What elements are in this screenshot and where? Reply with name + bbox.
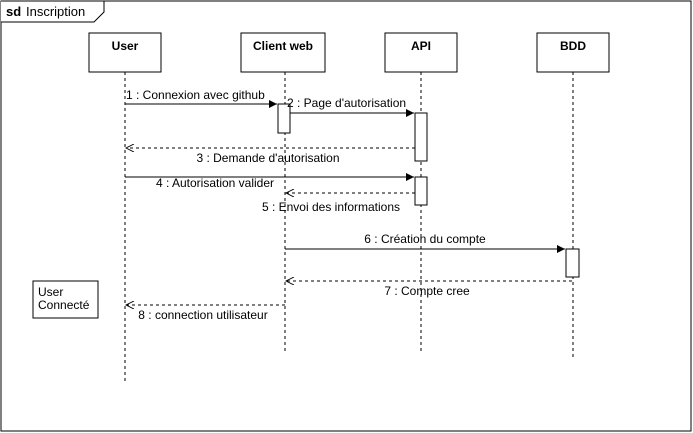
message-3: 3 : Demande d'autorisation <box>126 148 415 165</box>
activation-api-1 <box>414 112 428 162</box>
lifeline-bdd: BDD <box>536 32 610 358</box>
frame-keyword: sd <box>6 4 21 19</box>
message-1-label: 1 : Connexion avec github <box>126 88 265 102</box>
message-7-label: 7 : Compte cree <box>384 284 470 298</box>
message-3-label: 3 : Demande d'autorisation <box>196 151 339 165</box>
lifeline-client-label: Client web <box>253 39 313 53</box>
frame-title: Inscription <box>26 4 85 19</box>
message-7: 7 : Compte cree <box>286 281 572 298</box>
message-6-label: 6 : Création du compte <box>364 232 486 246</box>
message-2-label: 2 : Page d'autorisation <box>287 96 406 110</box>
note-line-1: User <box>38 285 63 299</box>
message-8: 8 : connection utilisateur <box>126 305 285 322</box>
lifeline-user: User <box>88 32 162 383</box>
message-2: 2 : Page d'autorisation <box>287 96 414 117</box>
activation-api-2 <box>414 176 428 206</box>
lifeline-api: API <box>384 32 458 352</box>
message-6: 6 : Création du compte <box>285 232 565 253</box>
note-line-2: Connecté <box>38 298 90 312</box>
note-user-connected: User Connecté <box>32 280 99 319</box>
lifeline-user-label: User <box>112 39 139 53</box>
message-5-label: 5 : Envoi des informations <box>262 200 400 214</box>
message-5: 5 : Envoi des informations <box>262 193 415 214</box>
activation-bdd <box>565 248 580 278</box>
message-4-label: 4 : Autorisation valider <box>156 176 274 190</box>
activation-client <box>277 103 291 134</box>
message-8-label: 8 : connection utilisateur <box>138 308 267 322</box>
message-1: 1 : Connexion avec github <box>125 88 277 108</box>
lifeline-client: Client web <box>240 32 326 352</box>
message-4: 4 : Autorisation valider <box>125 173 414 190</box>
lifeline-api-label: API <box>411 39 431 53</box>
lifeline-bdd-label: BDD <box>560 39 586 53</box>
